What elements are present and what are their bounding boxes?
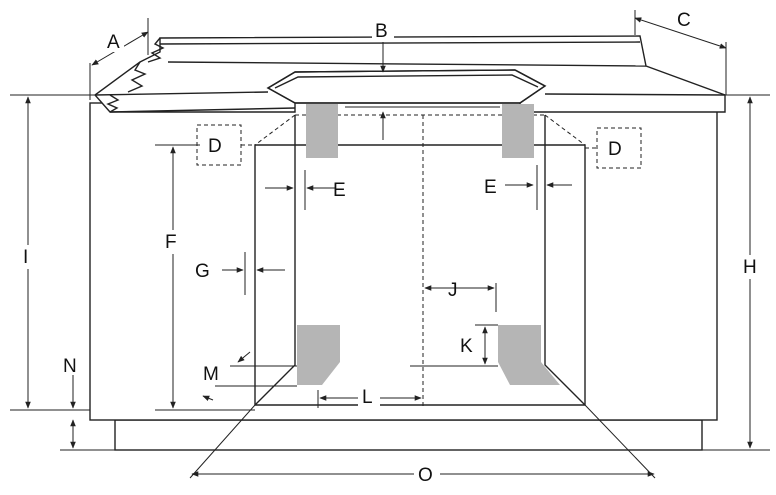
label-n: N xyxy=(63,356,77,377)
label-j: J xyxy=(448,280,458,301)
label-c: C xyxy=(677,10,691,31)
countertop xyxy=(93,35,726,113)
label-b: B xyxy=(375,21,388,42)
label-d-left: D xyxy=(208,136,222,157)
label-m: M xyxy=(203,364,219,385)
label-f: F xyxy=(165,232,177,253)
shaded-brackets xyxy=(297,104,560,385)
dimension-lines xyxy=(10,10,770,479)
cabinet-body xyxy=(89,102,718,421)
dimension-labels: A B C D D E E F G H I J K L M N O xyxy=(20,10,762,487)
label-d-right: D xyxy=(608,139,622,160)
label-g: G xyxy=(195,261,210,282)
label-e-right: E xyxy=(484,177,497,198)
label-i: I xyxy=(23,247,28,268)
label-l: L xyxy=(362,387,373,408)
label-o: O xyxy=(418,465,433,486)
label-k: K xyxy=(460,336,473,357)
label-h: H xyxy=(743,257,757,278)
label-e-left: E xyxy=(333,180,346,201)
label-a: A xyxy=(107,32,120,53)
